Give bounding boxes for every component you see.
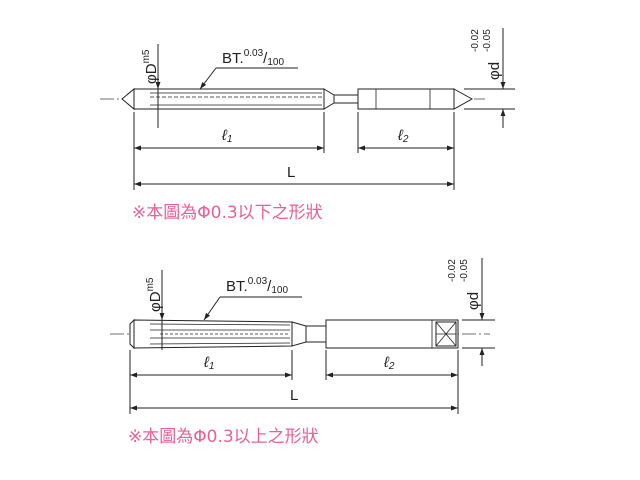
bottom-l2-label: ℓ2 — [383, 354, 395, 372]
top-L-label: L — [287, 164, 295, 181]
bottom-d-label: φd — [465, 292, 482, 310]
bottom-D-label: φDm5 — [145, 277, 164, 312]
top-note: ※本圖為Φ0.3以下之形狀 — [132, 203, 323, 223]
bottom-d-tol-lower: -0.05 — [459, 259, 470, 282]
bottom-L-label: L — [290, 387, 298, 404]
bottom-reamer-figure: φDm5 BT.0.03/100 φd -0.02 -0.05 ℓ1 ℓ2 — [110, 258, 495, 414]
top-d-tol-lower: -0.05 — [482, 29, 493, 52]
top-l2-label: ℓ2 — [397, 127, 409, 145]
top-bt-leader — [199, 67, 217, 90]
top-bt-label: BT.0.03/100 — [222, 48, 284, 68]
bottom-l1-label: ℓ1 — [203, 354, 214, 372]
top-reamer-figure: φDm5 BT.0.03/100 φd -0.02 -0.05 ℓ1 ℓ2 — [100, 28, 515, 190]
top-d-tol-upper: -0.02 — [470, 29, 481, 52]
bottom-d-tol-upper: -0.02 — [447, 259, 458, 282]
top-D-label: φDm5 — [141, 49, 160, 84]
bottom-tool-outline — [129, 318, 459, 350]
bottom-note: ※本圖為Φ0.3以上之形狀 — [128, 427, 319, 447]
top-l1-label: ℓ1 — [221, 127, 232, 145]
top-d-label: φd — [486, 62, 503, 80]
bottom-bt-leader — [203, 296, 221, 321]
bottom-bt-label: BT.0.03/100 — [226, 276, 288, 296]
top-tool-outline — [121, 87, 474, 111]
